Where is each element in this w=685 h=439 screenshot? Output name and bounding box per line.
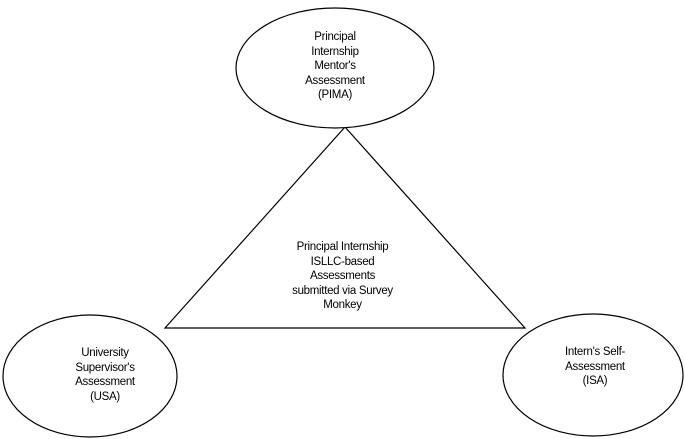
central-triangle: [163, 126, 527, 329]
center-label-line: ISLLC-based: [310, 255, 375, 268]
center-node-label: Principal Internship ISLLC-based Assessm…: [270, 240, 415, 313]
isa-label-line: Intern's Self-: [565, 346, 625, 358]
pima-node-label: Principal Internship Mentor's Assessment…: [285, 30, 385, 103]
usa-label-line: Assessment: [75, 376, 135, 388]
right-ellipse: [502, 313, 684, 437]
center-label-line: Principal Internship: [296, 241, 389, 253]
pima-label-line: (PIMA): [318, 89, 352, 101]
center-label-line: Monkey: [323, 299, 362, 311]
top-ellipse: [235, 7, 435, 129]
usa-label-line: Supervisor's: [75, 361, 135, 374]
center-label-line: Assessments: [309, 270, 376, 282]
isa-label-line: (ISA): [582, 375, 608, 387]
usa-label-line: (USA): [90, 390, 120, 403]
pima-label-line: Principal: [314, 31, 356, 43]
pima-label-line: Mentor's: [314, 60, 356, 72]
isa-label-line: Assessment: [565, 360, 625, 373]
pima-label-line: Internship: [311, 45, 359, 58]
usa-node-label: University Supervisor's Assessment (USA): [40, 346, 170, 404]
center-label-line: submitted via Survey: [292, 284, 393, 297]
left-ellipse: [2, 314, 178, 438]
pima-label-line: Assessment: [305, 74, 365, 87]
usa-label-line: University: [81, 347, 129, 359]
isa-node-label: Intern's Self- Assessment (ISA): [530, 345, 660, 389]
